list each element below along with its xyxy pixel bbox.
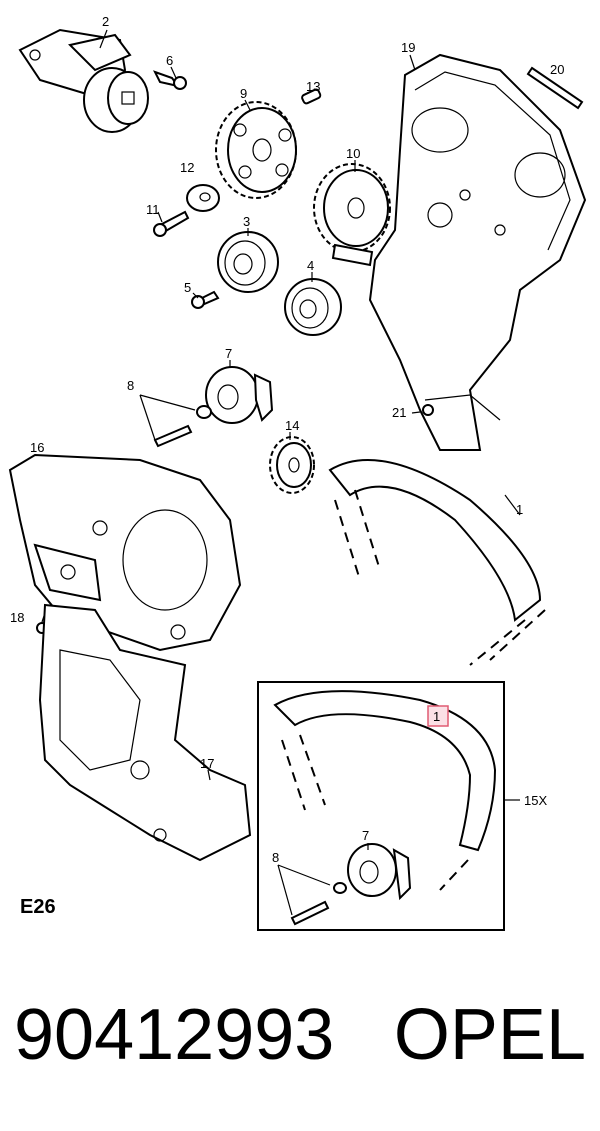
callout-4: 4 [307,258,314,273]
bearing-3 [217,231,279,293]
callout-11: 11 [146,202,160,217]
tensioner-7 [205,366,274,424]
callout-13: 13 [306,79,320,94]
callout-8: 8 [127,378,134,393]
camshaft-sprocket-10 [313,163,391,267]
callout-19: 19 [401,40,415,55]
callout-5: 5 [184,280,191,295]
callout-labels: 2 6 9 13 10 12 11 3 4 5 19 20 7 8 21 14 … [10,14,564,865]
rear-timing-cover-19 [368,53,587,451]
callout-1: 1 [516,502,523,517]
section-code: E26 [20,896,56,918]
callout-6: 6 [166,53,173,68]
idler-pulley-bracket [18,28,149,133]
bolt-11 [153,210,190,237]
brand-name: OPEL [393,995,586,1075]
bolt-21 [411,404,434,416]
footer: 90412993 OPEL [0,985,600,1095]
camshaft-sprocket-9 [215,101,297,199]
callout-7: 7 [225,346,232,361]
washer-12 [186,184,220,212]
inset-callout-1: 1 [433,709,440,724]
kit-15x-inset [257,681,520,931]
leader-lines [99,29,521,850]
dowel-pin-13 [301,88,322,105]
callout-18: 18 [10,610,24,625]
bolt-8 [139,394,212,448]
inset-callout-7: 7 [362,828,369,843]
bolt-5 [191,290,220,309]
callout-15x: 15X [524,793,547,808]
part-number: 90412993 [14,995,335,1075]
callout-14: 14 [285,418,299,433]
strip-20 [526,66,584,110]
callout-21: 21 [392,405,406,420]
callout-17: 17 [200,756,214,771]
callout-3: 3 [243,214,250,229]
inset-callout-8: 8 [272,850,279,865]
callout-2: 2 [102,14,109,29]
crankshaft-sprocket-14 [269,436,315,494]
exploded-parts-diagram: 2 6 9 13 10 12 11 3 4 5 19 20 7 8 21 14 … [8,14,587,931]
callout-10: 10 [346,146,360,161]
front-upper-cover-16 [8,453,242,652]
highlighted-callout-box [427,705,449,727]
callout-9: 9 [240,86,247,101]
callout-16: 16 [30,440,44,455]
bearing-4 [284,278,342,336]
callout-20: 20 [550,62,564,77]
bolt-6 [152,70,187,90]
timing-belt-1 [328,459,546,666]
callout-12: 12 [180,160,194,175]
front-lower-cover-17 [38,603,252,862]
